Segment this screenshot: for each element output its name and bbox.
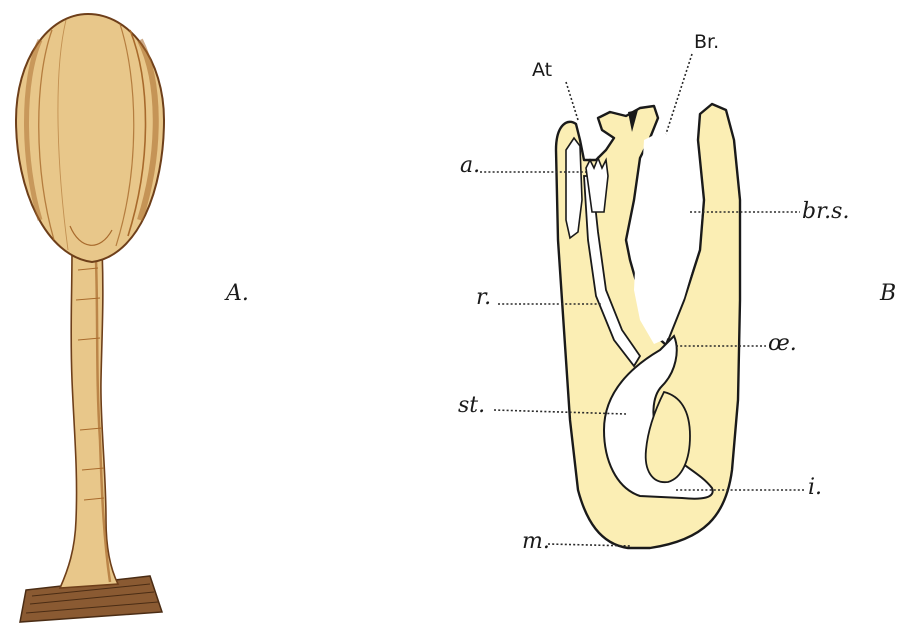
label-st: st. <box>458 393 485 418</box>
label-at: At <box>532 59 552 81</box>
label-i: i. <box>808 475 822 500</box>
figure-a-organism <box>16 14 164 622</box>
label-oe: œ. <box>768 331 797 356</box>
figure-b-atrial-cavity <box>566 138 582 238</box>
label-br: Br. <box>694 31 719 53</box>
figure-a-panel-label: A. <box>224 281 249 306</box>
label-brs: br.s. <box>802 199 849 224</box>
label-m: m. <box>522 529 550 554</box>
label-a: a. <box>460 153 480 178</box>
label-r: r. <box>476 285 491 310</box>
figure-b-panel-label: B <box>879 281 896 306</box>
figure-b-section <box>556 104 740 548</box>
